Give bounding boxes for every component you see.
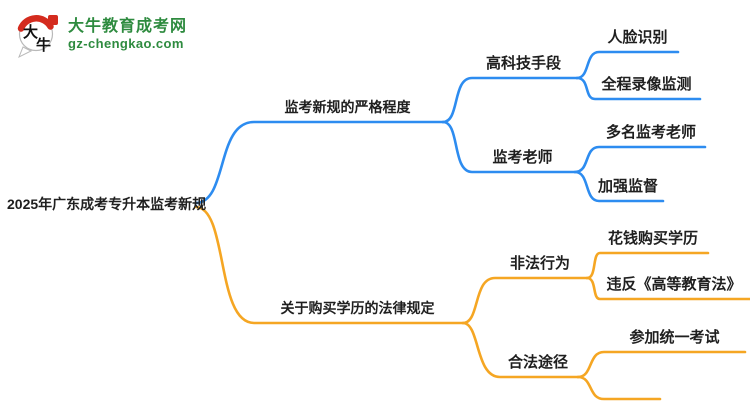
node-face-recognition: 人脸识别: [607, 29, 668, 46]
connector-hightech-recording: [575, 76, 702, 101]
connector-root-legal: [194, 205, 465, 325]
node-legal-regulations: 关于购买学历的法律规定: [280, 300, 435, 316]
connector-illegal-paying: [585, 251, 710, 280]
connector-strictness-proctors: [441, 120, 577, 174]
logo-seal: [48, 15, 58, 25]
node-full-recording: 全程录像监测: [601, 76, 692, 93]
site-logo[interactable]: 大 牛 大牛教育成考网 gz-chengkao.com: [13, 9, 187, 59]
node-root: 2025年广东成考专升本监考新规: [7, 196, 207, 212]
connector-strictness-hightech: [441, 76, 579, 124]
node-multiple-proctors: 多名监考老师: [605, 124, 696, 141]
node-unified-exam: 参加统一考试: [629, 329, 720, 346]
logo-char-top: 大: [23, 23, 38, 41]
node-legal-path: 合法途径: [507, 354, 568, 371]
node-proctors: 监考老师: [492, 149, 553, 166]
branch-bottom-lines: [194, 205, 750, 401]
connector-legal-illegal: [461, 276, 589, 325]
connector-proctors-supervision: [573, 170, 665, 203]
daniu-logo-icon: 大 牛: [17, 15, 58, 59]
node-hightech: 高科技手段: [485, 55, 561, 72]
connector-illegal-violation: [585, 276, 750, 301]
node-strictness: 监考新规的严格程度: [284, 99, 411, 115]
connector-hightech-face: [575, 50, 680, 80]
connector-root-strictness: [194, 120, 445, 205]
connector-proctors-multiple: [573, 145, 707, 174]
node-illegal-acts: 非法行为: [509, 255, 570, 272]
logo-char-bottom: 牛: [36, 36, 51, 54]
logo-text-block: 大牛教育成考网 gz-chengkao.com: [68, 17, 187, 52]
node-paying-for-diploma: 花钱购买学历: [607, 230, 698, 247]
site-name: 大牛教育成考网: [68, 17, 188, 35]
logo-bubble-tail: [18, 46, 33, 59]
connector-legalpath-exam: [576, 350, 747, 379]
node-violates-education-law: 违反《高等教育法》: [606, 276, 742, 293]
site-url[interactable]: gz-chengkao.com: [68, 35, 184, 51]
branch-top-lines: [194, 50, 707, 205]
node-strengthen-supervision: 加强监督: [597, 178, 658, 195]
connector-legal-legalpath: [461, 321, 580, 379]
connector-legalpath-stub: [576, 375, 662, 401]
